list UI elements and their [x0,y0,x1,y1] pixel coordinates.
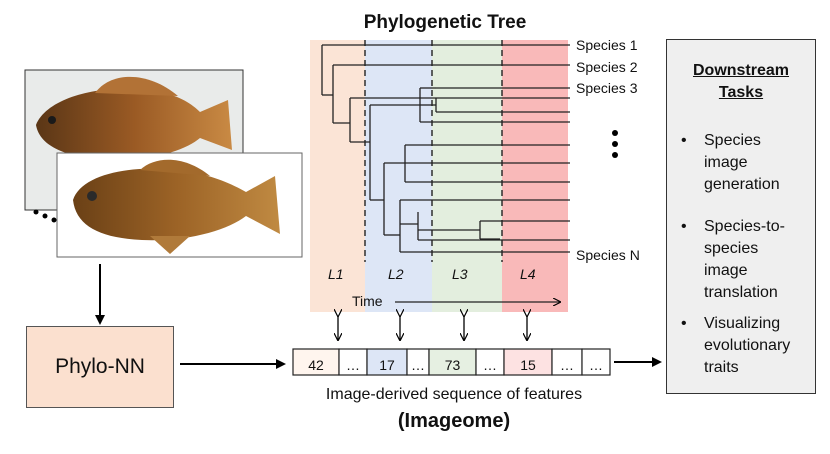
sequence-caption: Image-derived sequence of features [325,386,583,403]
sequence-token: 73 [444,357,461,373]
level-label-4: L4 [520,266,536,282]
sequence-token: … [346,357,360,373]
species-label-n: Species N [576,247,640,263]
level-label-3: L3 [452,266,468,282]
sequence-token: 15 [520,357,536,373]
sequence-token: … [589,357,603,373]
bullet-icon: • [681,218,687,235]
sequence-token: … [483,357,497,373]
phylogenetic-tree [321,44,570,253]
level-bands [310,40,568,312]
level-dividers [364,40,503,262]
species-label-3: Species 3 [576,80,638,96]
level-label-1: L1 [328,266,344,282]
bullet-icon: • [681,315,687,332]
sequence-token: … [560,357,574,373]
downstream-tasks-title: Downstream Tasks [692,62,790,101]
species-label-1: Species 1 [576,37,638,53]
bullet-icon: • [681,132,687,149]
level-label-2: L2 [388,266,404,282]
phylo-nn-label: Phylo-NN [55,355,145,378]
phylo-nn-box: Phylo-NN [26,326,174,408]
imageome-label: (Imageome) [397,410,511,432]
tree-title: Phylogenetic Tree [363,12,527,33]
level-sequence-links [338,316,527,340]
downstream-tasks-box: Downstream Tasks • Species image generat… [666,39,816,394]
sequence-token: 42 [308,357,324,373]
sequence-token: … [411,357,425,373]
sequence-token: 17 [379,357,395,373]
time-label: Time [352,293,383,309]
imageome-sequence [292,348,611,376]
more-images-dots [33,209,57,223]
fish-photo-2 [56,152,303,258]
species-label-2: Species 2 [576,59,638,75]
more-species-dots [612,130,618,158]
